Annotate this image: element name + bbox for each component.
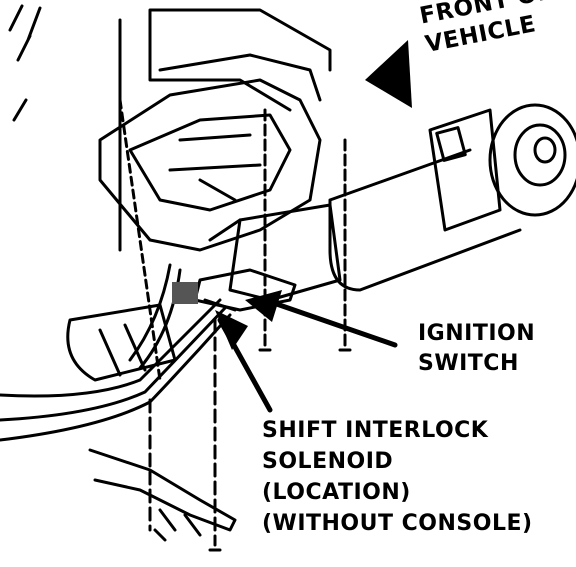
shift-interlock-solenoid-label: SHIFT INTERLOCK SOLENOID (LOCATION) (WIT… bbox=[262, 420, 533, 544]
solenoid-body bbox=[172, 282, 198, 304]
lock-cylinder bbox=[435, 126, 467, 162]
column-collar bbox=[428, 108, 502, 232]
mounting-bracket bbox=[98, 78, 322, 252]
bracket-inner bbox=[128, 113, 292, 212]
solenoid-label-line-2: SOLENOID bbox=[262, 449, 394, 474]
solenoid-label-line-3: (LOCATION) bbox=[262, 480, 411, 505]
ignition-leader bbox=[262, 297, 398, 348]
floor-bracket bbox=[88, 448, 237, 532]
bolt-head bbox=[208, 348, 352, 552]
ignition-switch-label: IGNITION SWITCH bbox=[418, 323, 535, 383]
ignition-label-line-2: SWITCH bbox=[418, 351, 519, 376]
floor-bracket-tab bbox=[158, 508, 202, 537]
floor-screw bbox=[153, 528, 167, 542]
ignition-arrowhead bbox=[245, 290, 282, 322]
connector-bands bbox=[98, 323, 147, 377]
column-body bbox=[228, 203, 342, 302]
bolt-line-5 bbox=[118, 98, 162, 382]
solenoid-label-line-1: SHIFT INTERLOCK bbox=[262, 418, 489, 443]
upper-plate bbox=[158, 53, 322, 102]
ignition-label-line-1: IGNITION bbox=[418, 321, 536, 346]
solenoid-arrowhead bbox=[215, 310, 248, 350]
connector-body bbox=[66, 303, 177, 382]
dash-frame bbox=[118, 8, 332, 252]
front-arrow bbox=[365, 40, 412, 108]
column-hub bbox=[533, 136, 557, 164]
wire-harness-3 bbox=[0, 313, 232, 442]
solenoid-label-line-4: (WITHOUT CONSOLE) bbox=[262, 511, 533, 536]
bracket-detail bbox=[168, 133, 262, 202]
dash-panel-edge bbox=[8, 4, 42, 122]
wire-harness-2 bbox=[0, 306, 227, 422]
column-end-inner bbox=[513, 123, 567, 187]
column-end bbox=[488, 103, 576, 217]
wire-harness bbox=[0, 298, 222, 398]
